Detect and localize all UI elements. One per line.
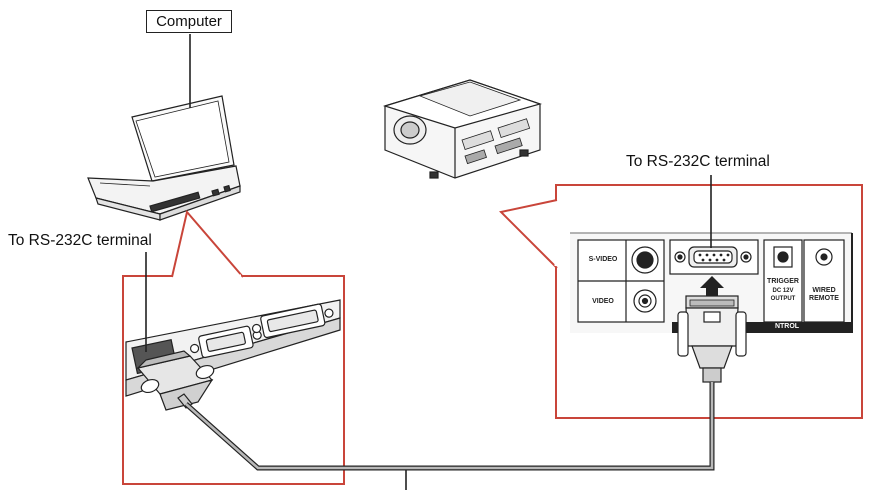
- trigger-panel-label: TRIGGER: [767, 278, 799, 285]
- video-panel-label: VIDEO: [592, 298, 614, 305]
- laptop-terminal-label: To RS-232C terminal: [8, 232, 152, 249]
- laptop-db9-connector: [136, 350, 215, 411]
- projector-illustration: [382, 79, 543, 179]
- insert-arrow-icon: [700, 276, 724, 296]
- laptop-callout: [122, 209, 345, 485]
- projector-callout-pointer: [498, 199, 558, 269]
- svideo-panel-label: S-VIDEO: [588, 256, 618, 263]
- projector-db9-connector: [677, 295, 747, 383]
- projector-callout: [498, 175, 863, 419]
- computer-label: Computer: [146, 10, 232, 33]
- control-panel-label: NTROL: [774, 323, 800, 330]
- laptop-illustration: [87, 95, 241, 221]
- laptop-callout-pointer: [171, 209, 244, 278]
- output-panel-label: OUTPUT: [770, 296, 796, 302]
- dc12v-panel-label: DC 12V: [772, 288, 794, 294]
- wired-panel-label: WIRED: [812, 287, 836, 294]
- remote-panel-label: REMOTE: [809, 295, 839, 302]
- projector-terminal-label: To RS-232C terminal: [626, 153, 770, 170]
